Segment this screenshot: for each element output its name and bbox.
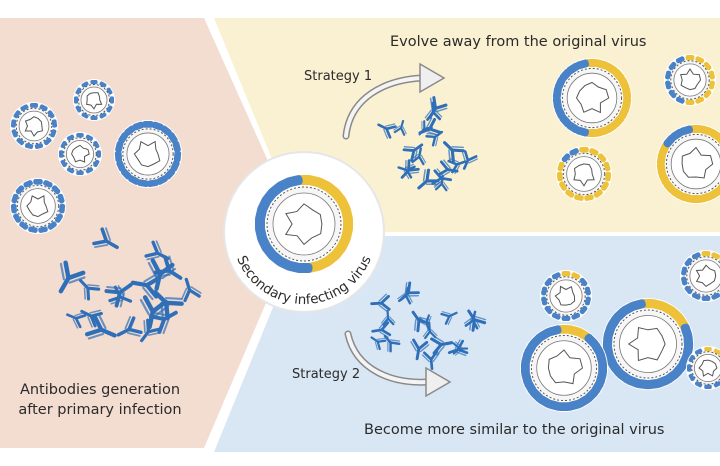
strategy2-antibody-16 (383, 334, 401, 353)
strategy2-antibody-15 (447, 339, 469, 357)
primary-antibody-6 (104, 282, 133, 308)
primary-virus-1 (73, 79, 115, 121)
secondary-virus-body (254, 174, 354, 274)
strategy2-antibody-9 (440, 311, 458, 326)
top-antibody-group (377, 96, 478, 192)
top-virus-group (552, 54, 720, 204)
primary-antibody-17 (92, 227, 119, 250)
strategy2-antibody-3 (370, 293, 391, 313)
strategy2-antibody-13 (411, 310, 431, 333)
strategy1-antibody-17 (425, 130, 444, 147)
strategy2-antibody-11 (467, 309, 487, 332)
strategy1-antibody-11 (417, 168, 440, 190)
strategy2-virus-3 (680, 250, 720, 302)
strategy2-caption: Become more similar to the original viru… (364, 422, 664, 438)
strategy1-virus-0 (552, 58, 632, 138)
strategy2-antibody-12 (370, 336, 387, 351)
secondary-virus (254, 174, 354, 274)
strategy1-antibody-14 (397, 163, 416, 180)
strategy2-virus-2 (520, 324, 608, 412)
strategy2-virus-0 (540, 270, 592, 322)
primary-virus-3 (114, 120, 182, 188)
strategy1-antibody-0 (393, 119, 407, 136)
left-antibody-group (58, 227, 202, 343)
strategy2-virus-4 (686, 346, 720, 390)
primary-antibody-12 (130, 272, 162, 301)
primary-antibody-5 (66, 312, 87, 329)
strategy1-antibody-7 (461, 150, 478, 170)
strategy2-antibody-8 (410, 338, 430, 361)
left-panel-background (0, 18, 298, 448)
strategy1-antibody-12 (437, 159, 459, 178)
strategy1-arrow (342, 62, 446, 140)
strategy2-antibody-6 (397, 286, 413, 305)
strategy1-caption: Evolve away from the original virus (390, 34, 646, 50)
bottom-virus-group (520, 250, 720, 412)
strategy1-virus-3 (656, 124, 720, 204)
primary-antibody-3 (181, 277, 202, 303)
strategy1-antibody-8 (424, 101, 443, 121)
primary-antibody-7 (147, 258, 176, 291)
strategy1-antibody-3 (377, 123, 397, 139)
strategy1-virus-1 (664, 54, 716, 106)
primary-antibody-16 (144, 240, 170, 261)
primary-antibody-13 (78, 279, 101, 301)
primary-antibody-14 (116, 316, 143, 337)
primary-antibody-8 (58, 260, 86, 294)
primary-virus-0 (10, 102, 58, 150)
left-virus-group (10, 79, 182, 234)
primary-antibody-11 (84, 313, 117, 340)
bottom-antibody-group (370, 281, 487, 371)
left-caption-line2: after primary infection (18, 402, 181, 418)
strategy1-antibody-16 (443, 141, 465, 163)
strategy2-antibody-4 (371, 320, 392, 338)
strategy2-virus-1 (602, 298, 694, 390)
primary-virus-4 (10, 178, 66, 234)
strategy2-arrow (344, 330, 452, 398)
primary-virus-2 (58, 132, 102, 176)
left-caption-line1: Antibodies generation (20, 382, 180, 398)
strategy2-label: Strategy 2 (292, 367, 360, 382)
strategy1-antibody-13 (410, 147, 427, 166)
strategy2-antibody-17 (430, 335, 454, 356)
strategy1-label: Strategy 1 (304, 69, 372, 84)
primary-antibody-15 (139, 295, 170, 330)
strategy2-antibody-10 (380, 309, 396, 326)
strategy1-virus-2 (556, 146, 612, 202)
